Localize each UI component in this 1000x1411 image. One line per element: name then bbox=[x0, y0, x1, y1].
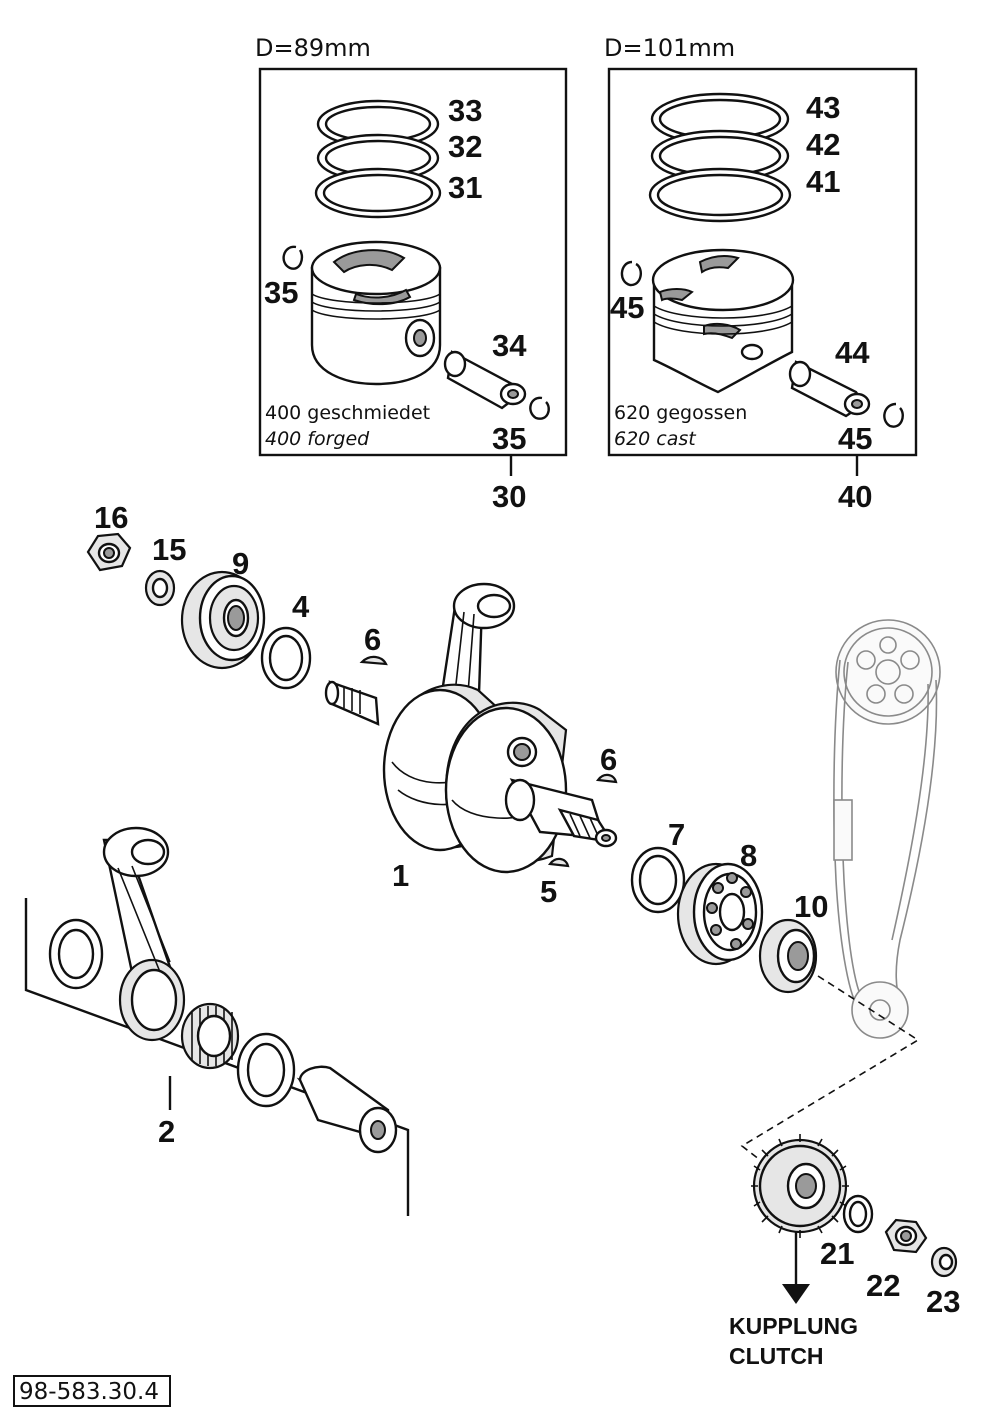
callout-41: 41 bbox=[806, 164, 840, 199]
piston-89-note-en: 400 forged bbox=[265, 428, 370, 450]
callout-30: 30 bbox=[492, 479, 526, 514]
callout-34: 34 bbox=[492, 328, 527, 363]
callout-32: 32 bbox=[448, 129, 482, 164]
woodruff-key-right bbox=[595, 773, 618, 784]
callout-16: 16 bbox=[94, 500, 128, 535]
piston-101-frame bbox=[607, 67, 918, 457]
timing-chain bbox=[833, 619, 941, 1039]
arrow-down-icon bbox=[782, 1232, 810, 1304]
piston-89-note-de: 400 geschmiedet bbox=[265, 402, 430, 424]
shim-left bbox=[260, 626, 312, 690]
callout-4: 4 bbox=[292, 589, 310, 624]
callout-31: 31 bbox=[448, 170, 482, 205]
woodruff-key-lower bbox=[547, 857, 570, 868]
main-bearing-right bbox=[676, 862, 764, 966]
piston-pin-101 bbox=[788, 360, 871, 418]
piston-101-note-de: 620 gegossen bbox=[614, 402, 747, 424]
callout-8: 8 bbox=[740, 838, 757, 873]
piston-ring-set-89 bbox=[314, 99, 442, 219]
callout-10: 10 bbox=[794, 889, 828, 924]
conrod-kit bbox=[24, 826, 410, 1216]
piston-pin-89 bbox=[443, 350, 527, 410]
piston-101-note-en: 620 cast bbox=[614, 428, 697, 450]
callout-35-left: 35 bbox=[264, 275, 298, 310]
callout-35-right: 35 bbox=[492, 421, 526, 456]
callout-42: 42 bbox=[806, 127, 840, 162]
gear-washer bbox=[930, 1246, 958, 1278]
gear-nut bbox=[884, 1218, 928, 1254]
washer bbox=[144, 569, 176, 607]
callout-5: 5 bbox=[540, 874, 557, 909]
callout-1: 1 bbox=[392, 858, 409, 893]
shim-right bbox=[630, 846, 686, 914]
circlip-icon bbox=[282, 245, 304, 270]
callout-43: 43 bbox=[806, 90, 840, 125]
callout-6-right: 6 bbox=[600, 742, 617, 777]
callout-9: 9 bbox=[232, 546, 249, 581]
piston-ring-set-101 bbox=[648, 92, 792, 223]
oil-seal bbox=[758, 918, 818, 994]
piston-101 bbox=[651, 248, 795, 394]
piston-89-heading: D=89mm bbox=[255, 34, 371, 62]
primary-gear bbox=[751, 1134, 849, 1238]
main-bearing-left bbox=[180, 570, 266, 670]
piston-89 bbox=[310, 240, 442, 386]
circlip-icon bbox=[529, 396, 550, 420]
callout-7: 7 bbox=[668, 817, 685, 852]
circlip-icon bbox=[620, 260, 642, 287]
callout-40: 40 bbox=[838, 479, 872, 514]
callout-15: 15 bbox=[152, 532, 186, 567]
callout-6-upper: 6 bbox=[364, 622, 381, 657]
crank-nut bbox=[86, 532, 132, 572]
gear-lock-washer bbox=[842, 1194, 874, 1234]
callout-45-right: 45 bbox=[838, 421, 872, 456]
callout-21: 21 bbox=[820, 1236, 854, 1271]
clutch-label-en: CLUTCH bbox=[729, 1343, 824, 1369]
crankshaft bbox=[324, 582, 618, 874]
callout-45-left: 45 bbox=[610, 290, 644, 325]
circlip-icon bbox=[883, 402, 904, 428]
document-id-box bbox=[13, 1375, 171, 1407]
callout-33: 33 bbox=[448, 93, 482, 128]
woodruff-key-upper bbox=[359, 655, 388, 666]
chain-gear-link-line bbox=[740, 975, 920, 1161]
piston-89-frame bbox=[258, 67, 568, 457]
piston-101-heading: D=101mm bbox=[604, 34, 735, 62]
piston-group-101mm: D=101mm 620 gegoss bbox=[604, 34, 918, 514]
callout-23: 23 bbox=[926, 1284, 960, 1319]
clutch-label-de: KUPPLUNG bbox=[729, 1313, 858, 1339]
callout-44: 44 bbox=[835, 335, 870, 370]
callout-22: 22 bbox=[866, 1268, 900, 1303]
callout-2: 2 bbox=[158, 1114, 175, 1149]
document-id: 98-583.30.4 bbox=[19, 1379, 159, 1405]
piston-group-89mm: D=89mm bbox=[255, 34, 568, 514]
